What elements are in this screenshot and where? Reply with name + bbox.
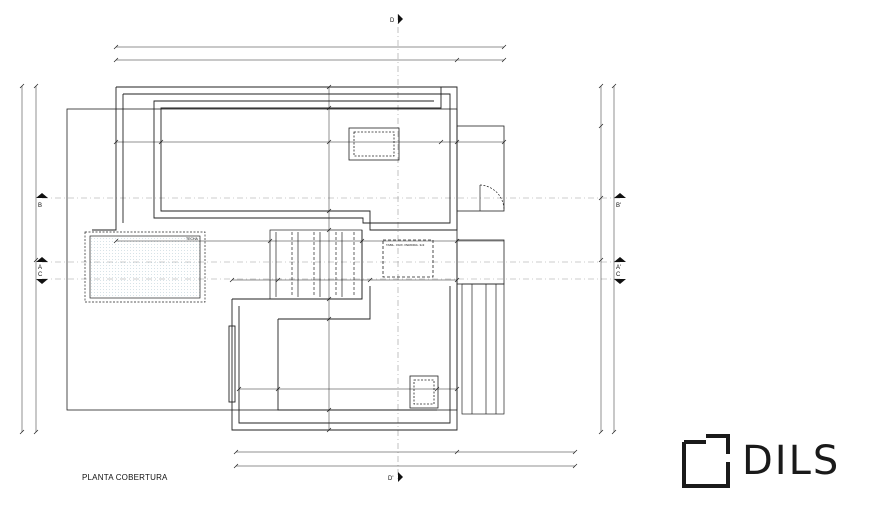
section-label-a-right: A' xyxy=(616,265,621,271)
section-label-c-left: C xyxy=(38,272,43,278)
central-stair xyxy=(269,229,363,300)
section-label-d-top: D xyxy=(390,18,395,24)
brand-name: DILS xyxy=(742,438,841,484)
dimension-ticks xyxy=(113,84,507,433)
brand-logo: DILS xyxy=(680,432,860,492)
roof-note-label: TABIL. CAIX. PERDIDA. 3x3 xyxy=(386,243,425,247)
section-label-d-bottom: D' xyxy=(388,476,393,482)
interior-dimensions xyxy=(116,87,504,430)
plan-labels: TECHA TABIL. CAIX. PERDIDA. 3x3 xyxy=(186,237,425,247)
section-markers xyxy=(36,14,626,482)
dils-logo-mark-icon xyxy=(682,434,730,488)
section-label-b-right: B' xyxy=(616,203,621,209)
right-annex xyxy=(461,184,505,415)
lower-roof-volume xyxy=(228,230,458,431)
section-labels: D D' B B' A A' C C xyxy=(38,18,621,482)
section-label-c-right: C xyxy=(616,272,621,278)
terrace xyxy=(84,231,206,303)
plan-title: PLANTA COBERTURA xyxy=(82,473,168,482)
skylights xyxy=(348,127,439,409)
terrace-label: TECHA xyxy=(186,237,199,241)
exterior-ticks xyxy=(19,44,617,469)
section-label-b-left: B xyxy=(38,203,42,209)
upper-roof-volume xyxy=(92,86,458,231)
exterior-dimensions xyxy=(21,46,615,467)
section-label-a-left: A xyxy=(38,265,42,271)
